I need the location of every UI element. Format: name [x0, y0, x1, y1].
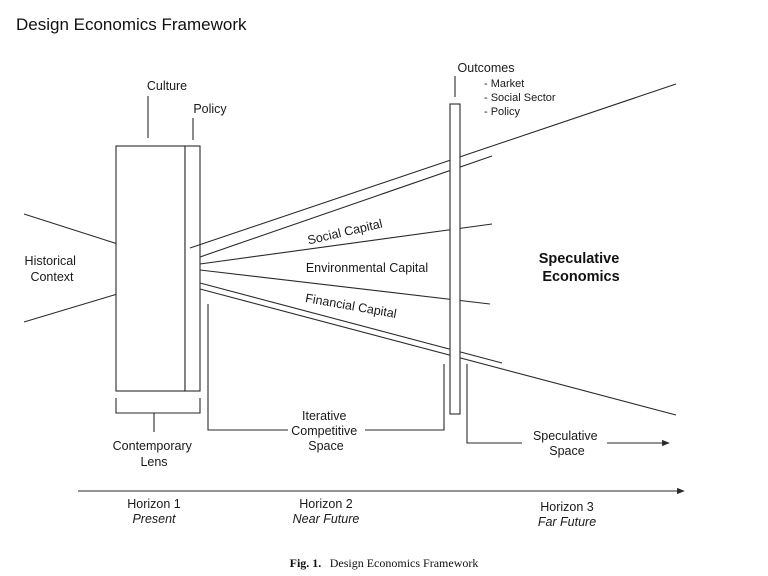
historical-context-label: Historical Context: [25, 254, 80, 284]
historical-line-lower: [23, 291, 125, 323]
horizon-2-name: Horizon 2: [299, 497, 353, 511]
outcome-item-social-sector: - Social Sector: [484, 92, 556, 104]
cone-upper-inner-line: [199, 155, 493, 258]
speculative-economics-label: Speculative Economics: [539, 251, 624, 285]
horizon-1-name: Horizon 1: [127, 497, 181, 511]
historical-line-upper: [23, 213, 125, 247]
contemporary-lens-label: Contemporary Lens: [113, 439, 196, 469]
speculative-space-label: Speculative Space: [533, 429, 601, 458]
outcome-item-market: - Market: [484, 78, 524, 90]
outcomes-label: Outcomes: [458, 61, 515, 75]
social-capital-line: [199, 223, 493, 265]
financial-capital-label: Financial Capital: [304, 291, 397, 321]
cone-upper-outer-line: [189, 83, 677, 249]
speculative-space-bracket: [466, 364, 522, 444]
cone-lower-outer-line: [199, 288, 677, 416]
figure-caption-text: Design Economics Framework: [330, 556, 479, 570]
iterative-competitive-space-label: Iterative Competitive Space: [291, 409, 360, 453]
iterative-bracket-left: [207, 304, 288, 431]
policy-label: Policy: [193, 102, 227, 116]
policy-strip: [184, 145, 201, 392]
contemporary-lens-bracket: [115, 398, 201, 414]
environmental-capital-line: [199, 269, 491, 305]
diagram-title: Design Economics Framework: [16, 15, 247, 34]
social-capital-label: Social Capital: [306, 217, 384, 248]
outcome-item-policy: - Policy: [484, 106, 521, 118]
culture-block: [115, 145, 186, 392]
culture-label: Culture: [147, 79, 187, 93]
outcomes-bar: [449, 103, 461, 415]
horizon-1-period: Present: [132, 512, 176, 526]
environmental-capital-label: Environmental Capital: [306, 261, 428, 275]
figure-caption: Fig. 1. Design Economics Framework: [290, 554, 479, 571]
figure-caption-prefix: Fig. 1.: [290, 556, 322, 570]
horizon-2-period: Near Future: [293, 512, 360, 526]
horizon-3-name: Horizon 3: [540, 500, 594, 514]
iterative-bracket-right: [365, 364, 445, 431]
horizon-3-period: Far Future: [538, 515, 596, 529]
